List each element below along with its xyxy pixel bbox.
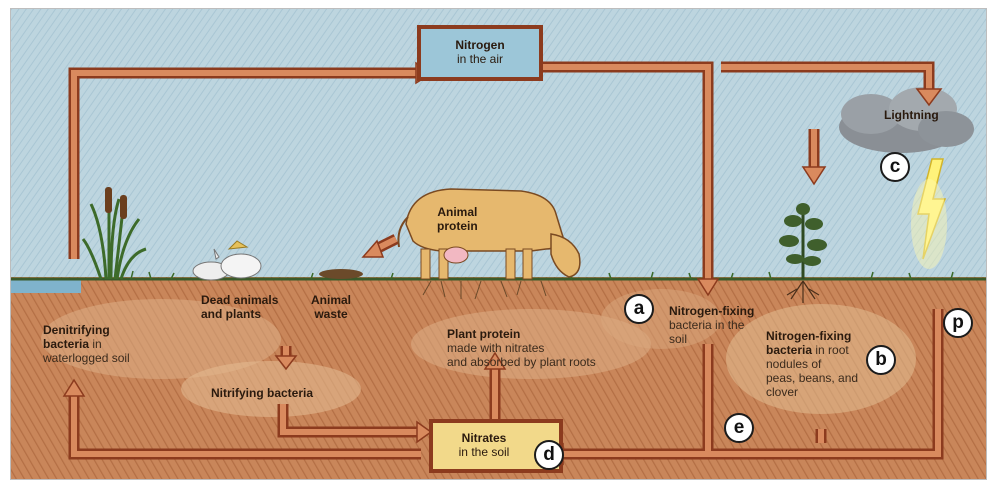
marker-c: c [880, 152, 910, 182]
nitrogen-air-label: Nitrogen in the air [419, 38, 541, 66]
plant-protein-label: Plant protein made with nitrates and abs… [447, 327, 596, 369]
nitrogen-cycle-diagram [11, 9, 986, 479]
water [11, 279, 81, 293]
nitrogen-title: Nitrogen [455, 38, 504, 52]
nitrates-subtitle: in the soil [459, 445, 510, 459]
nitrates-title: Nitrates [462, 431, 507, 445]
marker-a: a [624, 294, 654, 324]
nitrogen-fixing-soil-label: Nitrogen-fixing bacteria in the soil [669, 304, 754, 346]
marker-p: p [943, 308, 973, 338]
marker-e: e [724, 413, 754, 443]
animal-waste [319, 269, 363, 279]
lightning-glow [911, 179, 947, 269]
nitrogen-fixing-root-label: Nitrogen-fixing bacteria in root nodules… [766, 329, 858, 399]
nitrogen-subtitle: in the air [457, 52, 503, 66]
marker-b: b [866, 345, 896, 375]
diagram-frame: Nitrogen in the air Nitrates in the soil… [10, 8, 987, 480]
lightning-label: Lightning [884, 108, 939, 122]
marker-d: d [534, 440, 564, 470]
nitrates-label: Nitrates in the soil [435, 431, 533, 459]
nitrifying-label: Nitrifying bacteria [211, 386, 313, 400]
denitrifying-label: Denitrifying bacteria in waterlogged soi… [43, 323, 130, 365]
